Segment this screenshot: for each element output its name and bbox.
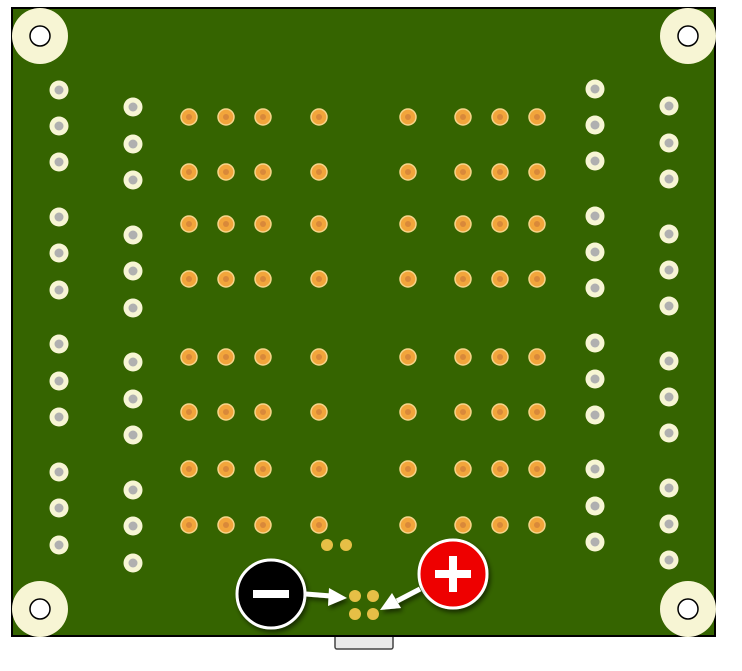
negative-terminal-marker bbox=[235, 558, 307, 630]
power-pad bbox=[349, 608, 361, 620]
positive-arrow bbox=[380, 586, 422, 610]
mounting-hole-drill bbox=[677, 25, 699, 47]
mounting-hole-drill bbox=[29, 25, 51, 47]
power-pad bbox=[349, 590, 361, 602]
negative-arrow bbox=[305, 588, 347, 606]
power-pad bbox=[367, 608, 379, 620]
plus-icon bbox=[435, 556, 471, 592]
mounting-hole-drill bbox=[29, 598, 51, 620]
power-pads bbox=[321, 539, 379, 620]
power-pad bbox=[321, 539, 333, 551]
power-pad bbox=[340, 539, 352, 551]
mounting-hole-drill bbox=[677, 598, 699, 620]
mounting-holes bbox=[12, 8, 716, 637]
marker-arrows bbox=[305, 586, 422, 610]
pcb-board bbox=[11, 7, 716, 637]
positive-terminal-marker bbox=[417, 538, 489, 610]
header-pins bbox=[49, 79, 679, 573]
minus-icon bbox=[253, 590, 289, 598]
led-matrix-pads bbox=[180, 108, 546, 534]
power-pad bbox=[367, 590, 379, 602]
